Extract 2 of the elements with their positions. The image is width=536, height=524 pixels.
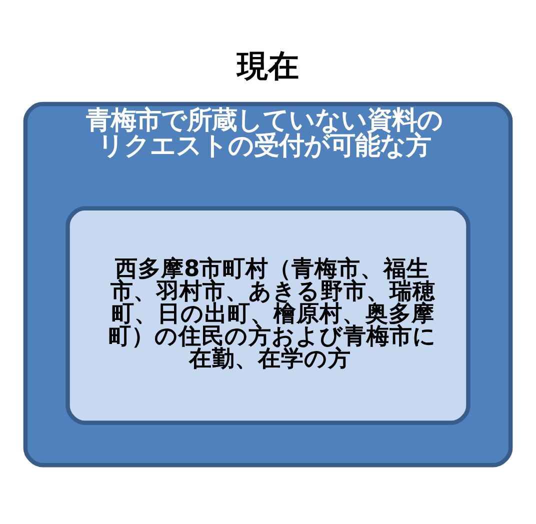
node-box: 西多摩8市町村（青梅市、福生市、羽村市、あきる野市、瑞穂町、日の出町、檜原村、奥多摩町）の住民の方および青梅市に在勤、在学の方 <box>66 206 470 425</box>
diagram-title: 現在 <box>236 48 299 85</box>
